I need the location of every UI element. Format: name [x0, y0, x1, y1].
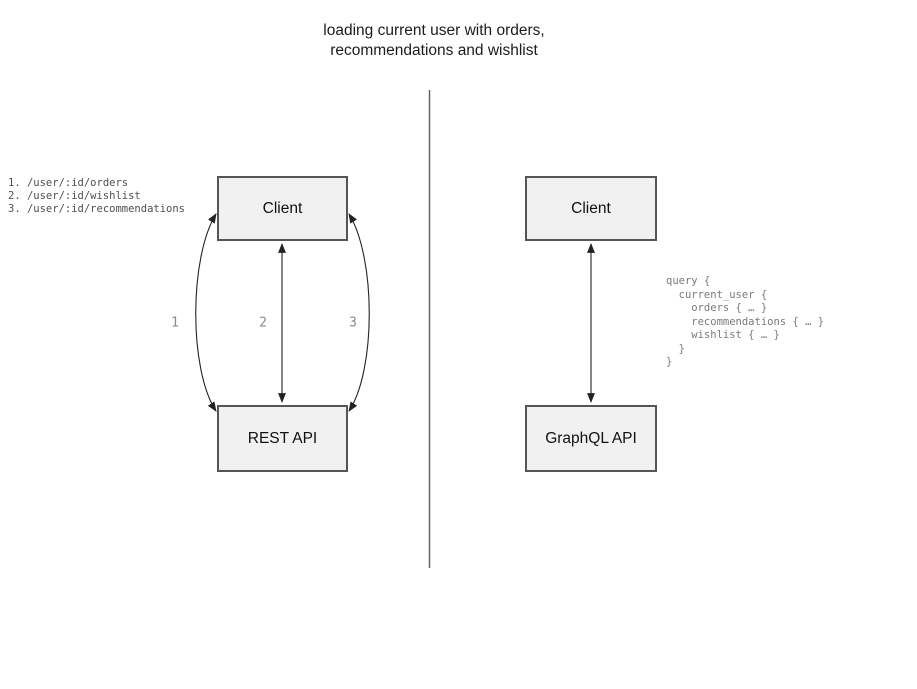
rest-endpoint-list: 1. /user/:id/orders 2. /user/:id/wishlis…: [8, 177, 185, 216]
rest-endpoint-orders: 1. /user/:id/orders: [8, 177, 129, 189]
graphql-query-line: query {: [666, 275, 711, 287]
rest-arrow-1: [195, 213, 217, 412]
graphql-query-snippet: query { current_user { orders { … } reco…: [666, 275, 824, 370]
arrow-label-1: 1: [171, 315, 179, 331]
arrow-label-3: 3: [349, 315, 357, 331]
arrow-label-2: 2: [259, 315, 267, 331]
rest-client-node: Client: [217, 176, 348, 241]
diagram-title-line-1: loading current user with orders,: [323, 22, 545, 39]
rest-endpoint-wishlist: 2. /user/:id/wishlist: [8, 190, 141, 202]
graphql-client-node-label: Client: [571, 199, 611, 217]
rest-endpoint-recommendations: 3. /user/:id/recommendations: [8, 203, 186, 215]
graphql-query-line: }: [666, 342, 685, 355]
graphql-query-line: wishlist { … }: [666, 329, 780, 341]
diagram-title: loading current user with orders, recomm…: [0, 21, 868, 61]
graphql-query-line: }: [666, 356, 673, 368]
graphql-query-line: orders { … }: [666, 302, 768, 314]
rest-api-node: REST API: [217, 405, 348, 472]
graphql-query-line: current_user {: [666, 288, 768, 301]
rest-api-node-label: REST API: [247, 429, 318, 447]
graphql-api-node-label: GraphQL API: [545, 429, 637, 447]
graphql-api-node: GraphQL API: [525, 405, 657, 472]
graphql-query-line: recommendations { … }: [666, 315, 825, 328]
graphql-client-node: Client: [525, 176, 657, 241]
rest-client-node-label: Client: [262, 199, 303, 217]
rest-arrow-3: [348, 213, 370, 412]
diagram-title-line-2: recommendations and wishlist: [330, 42, 538, 59]
